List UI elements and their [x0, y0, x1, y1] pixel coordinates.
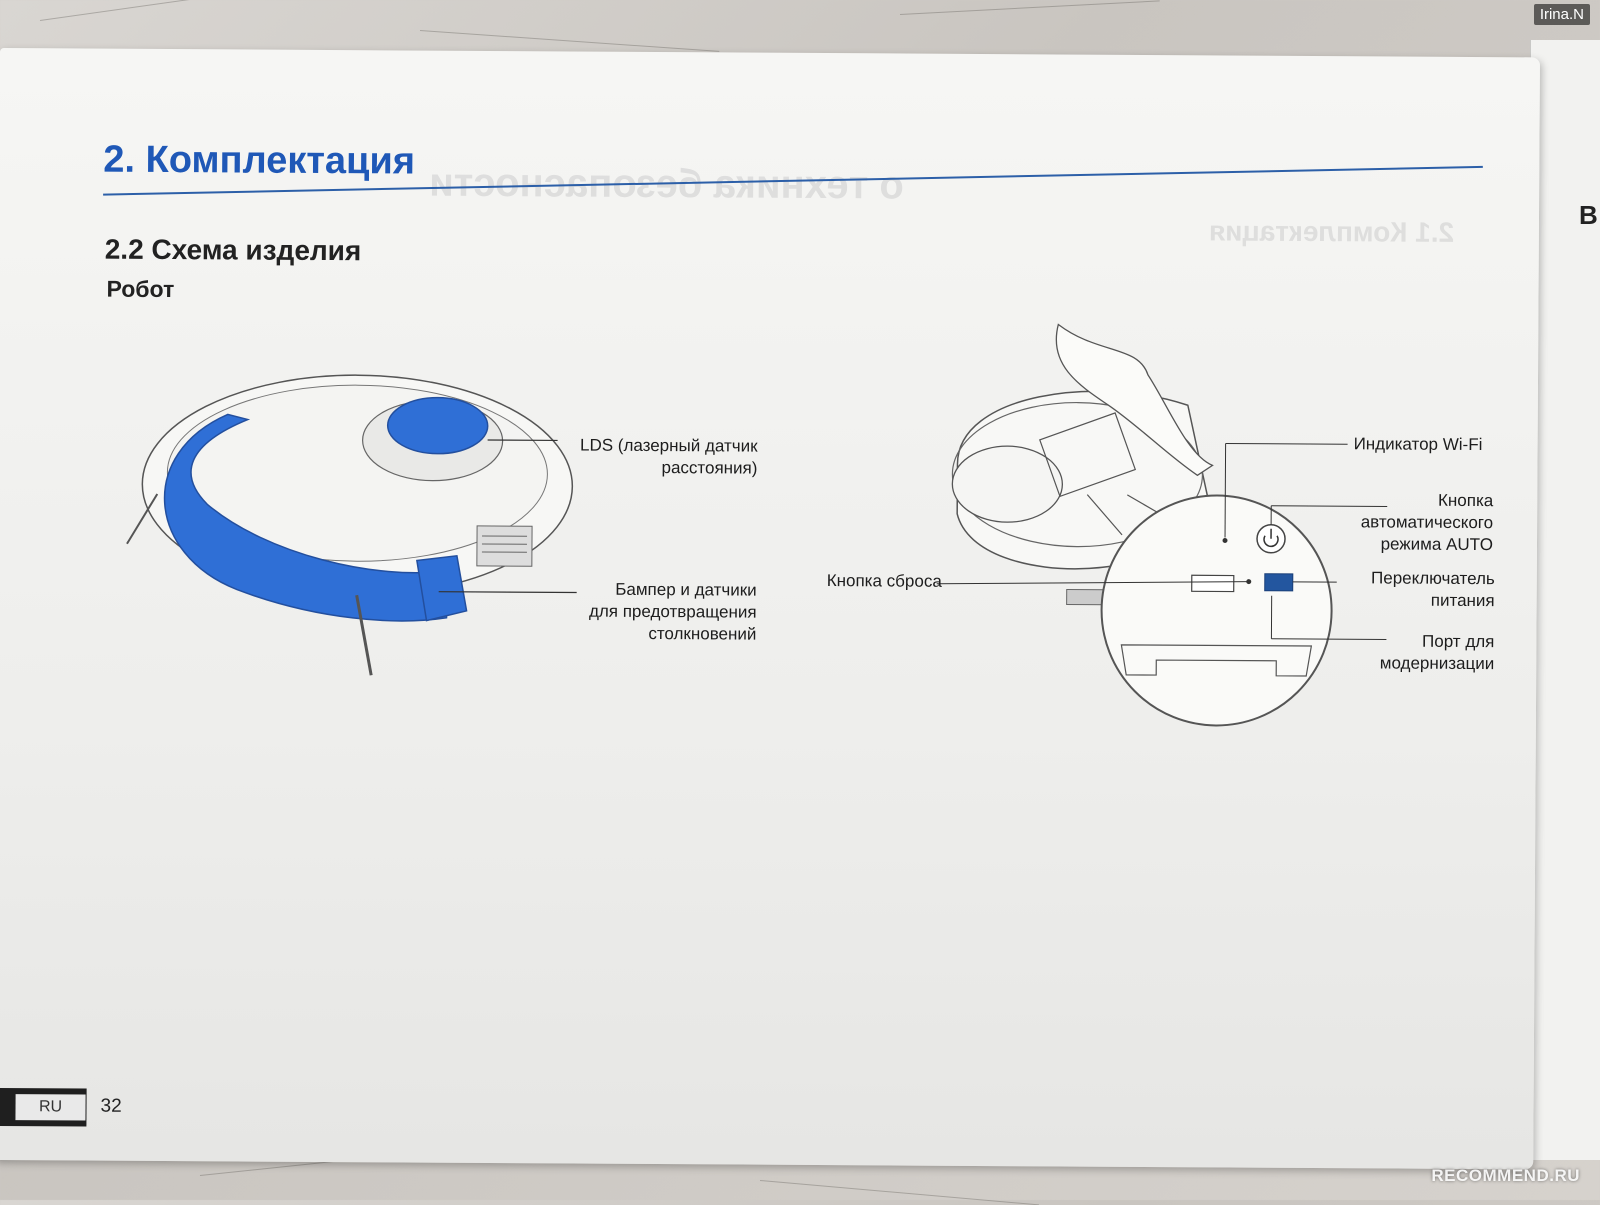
- upgrade-port-callout: Порт для модернизации: [1336, 630, 1494, 675]
- reset-button-callout: Кнопка сброса: [827, 570, 942, 593]
- power-switch-highlight: [1265, 574, 1293, 591]
- next-page-text-fragment: В: [1579, 200, 1598, 231]
- lds-tower-highlight: [388, 397, 488, 454]
- show-through-text: 2.1 Комплектация: [1209, 215, 1454, 248]
- page-number: 32: [100, 1096, 121, 1118]
- side-vent-right: [1067, 590, 1107, 605]
- show-through-text: о техника безопасности: [429, 161, 904, 209]
- marble-vein: [420, 30, 719, 52]
- footer-language-tab: RU: [0, 1088, 87, 1127]
- robot-label: Робот: [106, 276, 174, 303]
- marble-vein: [900, 0, 1160, 15]
- zoom-circle: [1101, 495, 1332, 726]
- lds-callout: LDS (лазерный датчик расстояния): [537, 434, 757, 479]
- auto-callout-line3: режима AUTO: [1327, 533, 1493, 556]
- lds-callout-line1: LDS (лазерный датчик: [538, 434, 758, 457]
- author-watermark: Irina.N: [1534, 4, 1590, 25]
- wifi-leader-h: [1226, 443, 1348, 444]
- subsection-title: 2.2 Схема изделия: [105, 234, 362, 268]
- bumper-callout: Бампер и датчики для предотвращения стол…: [556, 578, 756, 645]
- wifi-indicator-dot: [1222, 538, 1227, 543]
- port-callout-line2: модернизации: [1336, 652, 1494, 675]
- upgrade-port: [1192, 575, 1234, 591]
- auto-callout-line2: автоматического: [1327, 511, 1493, 534]
- lds-callout-line2: расстояния): [537, 456, 757, 479]
- auto-callout-line1: Кнопка: [1327, 489, 1493, 512]
- site-watermark: RECOMMEND.RU: [1431, 1166, 1580, 1186]
- wifi-leader: [1225, 443, 1226, 537]
- section-title: 2. Комплектация: [103, 139, 415, 184]
- power-switch-callout: Переключатель питания: [1337, 567, 1495, 612]
- power-callout-line1: Переключатель: [1337, 567, 1495, 590]
- power-callout-line2: питания: [1337, 589, 1495, 612]
- next-page-edge: В: [1530, 40, 1600, 1160]
- wifi-indicator-callout: Индикатор Wi-Fi: [1354, 433, 1483, 456]
- port-callout-line1: Порт для: [1336, 630, 1494, 653]
- bumper-callout-line2: для предотвращения: [557, 600, 757, 623]
- manual-page: о техника безопасности 2.1 Комплектация …: [0, 48, 1540, 1169]
- side-vent: [477, 526, 532, 566]
- bumper-callout-line3: столкновений: [556, 622, 756, 645]
- bumper-callout-line1: Бампер и датчики: [557, 578, 757, 601]
- footer-language: RU: [15, 1094, 85, 1120]
- marble-vein: [40, 0, 258, 21]
- marble-vein: [760, 1180, 1039, 1205]
- auto-button-callout: Кнопка автоматического режима AUTO: [1327, 489, 1493, 556]
